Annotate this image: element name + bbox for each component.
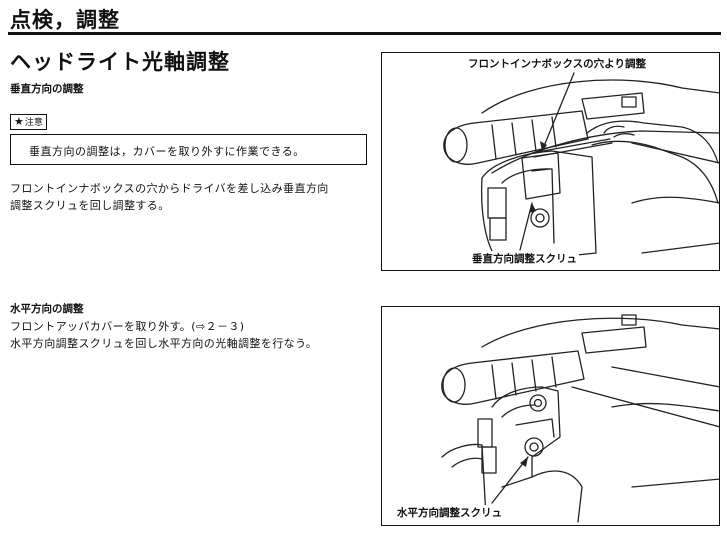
horizontal-heading: 水平方向の調整 <box>10 303 84 315</box>
horizontal-body-line-2: 水平方向調整スクリュを回し水平方向の光軸調整を行なう。 <box>10 337 318 350</box>
vertical-heading: 垂直方向の調整 <box>10 83 84 95</box>
vertical-figure-top-label: フロントインナボックスの穴より調整 <box>466 56 648 71</box>
caution-badge-label: 注意 <box>24 118 43 128</box>
vertical-figure-bottom-label: 垂直方向調整スクリュ <box>470 251 579 266</box>
horizontal-figure-bottom-label: 水平方向調整スクリュ <box>395 505 504 520</box>
caution-box: 垂直方向の調整は，カバーを取り外すに作業できる。 <box>10 134 367 165</box>
horizontal-adjustment-figure: 水平方向調整スクリュ <box>381 306 720 526</box>
caution-text: 垂直方向の調整は，カバーを取り外すに作業できる。 <box>29 145 305 158</box>
horizontal-adjustment-illustration <box>441 314 719 523</box>
horizontal-body-line-1: フロントアッパカバーを取り外す。(⇨２－３) <box>10 320 245 333</box>
caution-badge: ★注意 <box>10 114 47 130</box>
vertical-adjustment-illustration <box>443 72 719 264</box>
caution-star-icon: ★ <box>14 115 24 128</box>
vertical-body-line-2: 調整スクリュを回し調整する。 <box>10 199 170 212</box>
vertical-adjustment-figure: フロントインナボックスの穴より調整 垂直方向調整スクリュ <box>381 52 720 271</box>
section-title: ヘッドライト光軸調整 <box>10 50 230 74</box>
vertical-body-line-1: フロントインナボックスの穴からドライバを差し込み垂直方向 <box>10 182 329 195</box>
chapter-title: 点検，調整 <box>10 8 120 32</box>
header-rule <box>8 32 721 35</box>
